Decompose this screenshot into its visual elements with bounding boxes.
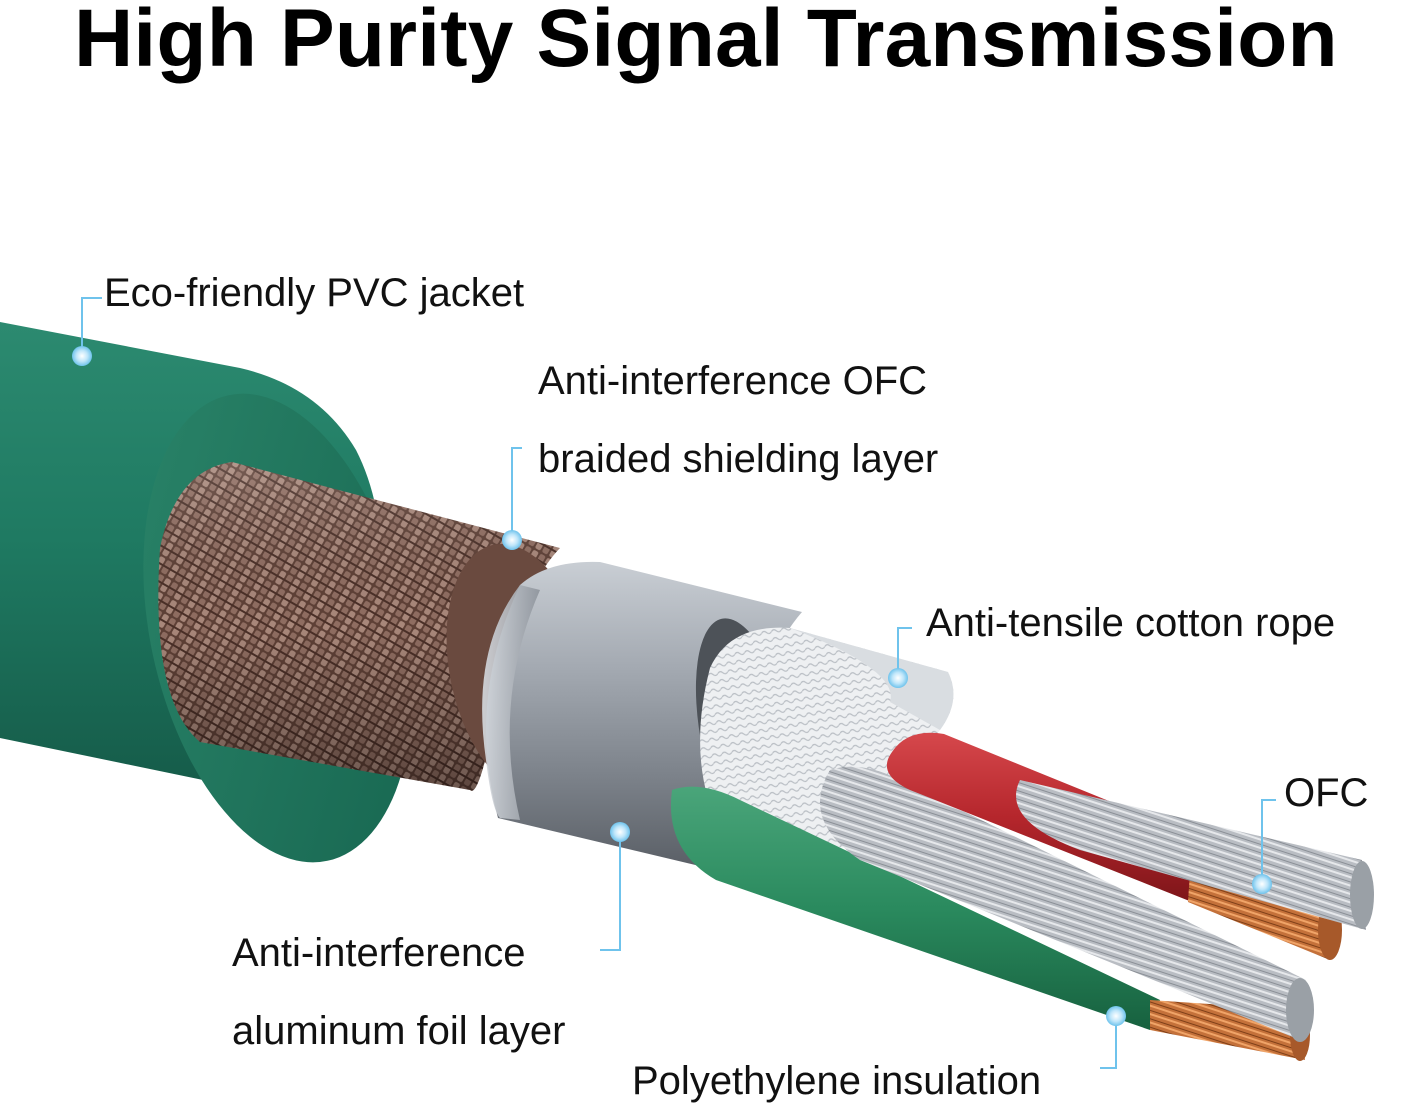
leader-ofc (1261, 799, 1276, 884)
leader-pvc-jacket (81, 297, 102, 356)
silver-strand-upper (1016, 780, 1374, 930)
silver-strand-lower (820, 766, 1314, 1042)
dot-pvc-jacket (72, 346, 92, 366)
label-insulation: Polyethylene insulation (632, 1059, 1042, 1103)
callout-lines (81, 297, 1276, 1069)
dot-foil (610, 822, 630, 842)
braided-shield (158, 462, 594, 797)
label-foil-line2: aluminum foil layer (232, 1009, 566, 1053)
leader-foil (600, 832, 621, 951)
callout-dots (72, 346, 1272, 1026)
label-foil-line1: Anti-interference (232, 931, 526, 975)
dot-cotton-rope (888, 668, 908, 688)
leader-braided-shield (511, 447, 522, 540)
dot-ofc (1252, 874, 1272, 894)
dot-insulation (1106, 1006, 1126, 1026)
label-braided-line1: Anti-interference OFC (538, 359, 928, 403)
label-braided-line2: braided shielding layer (538, 437, 939, 481)
label-cotton-rope: Anti-tensile cotton rope (926, 601, 1336, 645)
dot-braided-shield (502, 530, 522, 550)
label-pvc-jacket: Eco-friendly PVC jacket (104, 271, 525, 315)
page-title: High Purity Signal Transmission (74, 0, 1338, 84)
leader-cotton-rope (897, 627, 912, 678)
label-ofc: OFC (1284, 771, 1369, 815)
leader-insulation (1100, 1016, 1117, 1069)
